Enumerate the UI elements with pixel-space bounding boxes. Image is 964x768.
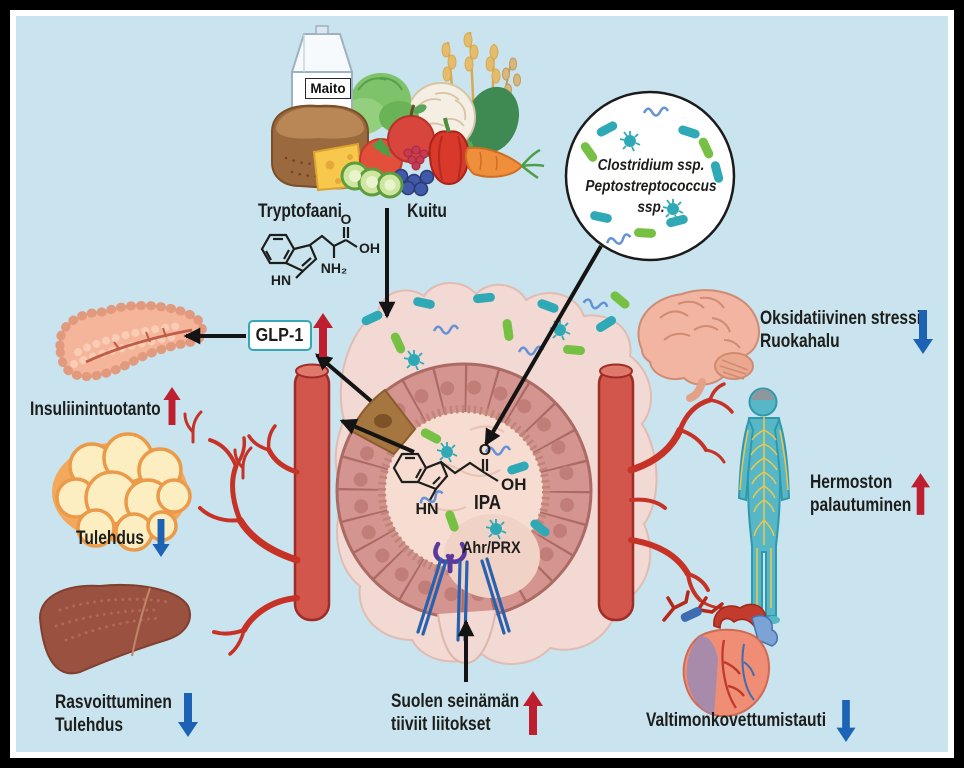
left-blood-vessel — [183, 363, 331, 656]
gut-wall-label: Suolen seinämän tiiviit liitokset — [391, 690, 519, 736]
gut-wall-up-arrow — [523, 690, 543, 736]
trp-hn-label: HN — [271, 272, 291, 288]
bacteria-species-line1: Clostridium ssp. — [597, 157, 705, 174]
gut-to-glp1-arrow — [315, 353, 373, 403]
trp-oh-label: OH — [359, 240, 380, 256]
liver-down-arrow — [178, 692, 198, 738]
brain-effect-line2: Ruokahalu — [760, 331, 840, 352]
adipose-tissue-illustration — [52, 432, 192, 552]
raspberry-icon — [403, 145, 429, 171]
ipa-metabolite-label: IPA — [474, 492, 502, 514]
nervous-system-body-illustration — [737, 387, 791, 624]
ipa-oh-label: OH — [501, 475, 527, 494]
liver-illustration — [38, 584, 191, 675]
liver-effect-line2: Tulehdus — [55, 715, 124, 736]
brain-effects-label: Oksidatiivinen stressi Ruokahalu — [760, 307, 921, 353]
magnifier-to-gut-arrow — [484, 244, 603, 447]
glp1-box: GLP-1 — [248, 320, 312, 351]
nervous-line1: Hermoston — [810, 472, 893, 493]
gut-wall-line2: tiiviit liitokset — [391, 714, 491, 735]
insulin-label: Insuliinintuotanto — [30, 399, 161, 420]
brain-down-arrow — [913, 308, 933, 356]
insulin-up-arrow — [163, 387, 181, 425]
brain-effect-line1: Oksidatiivinen stressi — [760, 308, 922, 329]
ahr-prx-label: Ahr/PRX — [462, 538, 521, 557]
nervous-line2: palautuminen — [810, 495, 912, 516]
bell-pepper-icon — [428, 117, 470, 186]
tryptophan-label: Tryptofaani — [258, 201, 342, 222]
bacteria-species-line2: Peptostreptococcus ssp. — [585, 178, 717, 216]
heart-illustration — [662, 590, 778, 718]
blueberries-icon — [393, 168, 435, 197]
ipa-o-label: O — [479, 442, 491, 459]
pancreas-illustration — [55, 300, 207, 382]
liver-effect-line1: Rasvoittuminen — [55, 692, 172, 713]
nervous-system-label: Hermoston palautuminen — [810, 471, 911, 517]
cardio-down-arrow — [836, 700, 856, 742]
l-cell — [349, 388, 417, 456]
fiber-label: Kuitu — [407, 201, 447, 222]
trp-o-label: O — [341, 211, 352, 227]
leaf-icon — [464, 86, 520, 154]
gut-wall-line1: Suolen seinämän — [391, 691, 520, 712]
bacteria-magnifier — [564, 90, 736, 262]
bacteria-species-label: Clostridium ssp. Peptostreptococcus ssp. — [571, 155, 731, 218]
brain-illustration — [637, 289, 760, 402]
liver-effects-label: Rasvoittuminen Tulehdus — [55, 691, 172, 737]
nervous-up-arrow — [911, 472, 930, 516]
trp-nh2-label: NH₂ — [321, 260, 347, 276]
ipa-absorption-arrow — [339, 418, 415, 454]
right-blood-vessel — [597, 363, 734, 622]
food-illustration — [271, 25, 545, 199]
cardio-label: Valtimonkovettumistauti — [646, 710, 827, 731]
flow-arrows — [183, 208, 603, 682]
carrot-icon — [465, 146, 545, 180]
milk-label: Maito — [305, 78, 351, 99]
nerve-lines — [739, 416, 789, 608]
ipa-hn-label: HN — [415, 501, 438, 518]
adipose-down-arrow — [152, 519, 170, 557]
ipa-structure — [392, 452, 499, 501]
tryptophan-structure — [260, 227, 358, 279]
glp1-label: GLP-1 — [256, 325, 304, 345]
left-vessel-branches — [183, 410, 301, 656]
adipose-inflammation-label: Tulehdus — [76, 528, 145, 549]
gut-cross-section: O OH HN — [335, 362, 593, 665]
cucumber-slices-icon — [340, 161, 404, 199]
glp1-up-arrow — [313, 313, 333, 357]
